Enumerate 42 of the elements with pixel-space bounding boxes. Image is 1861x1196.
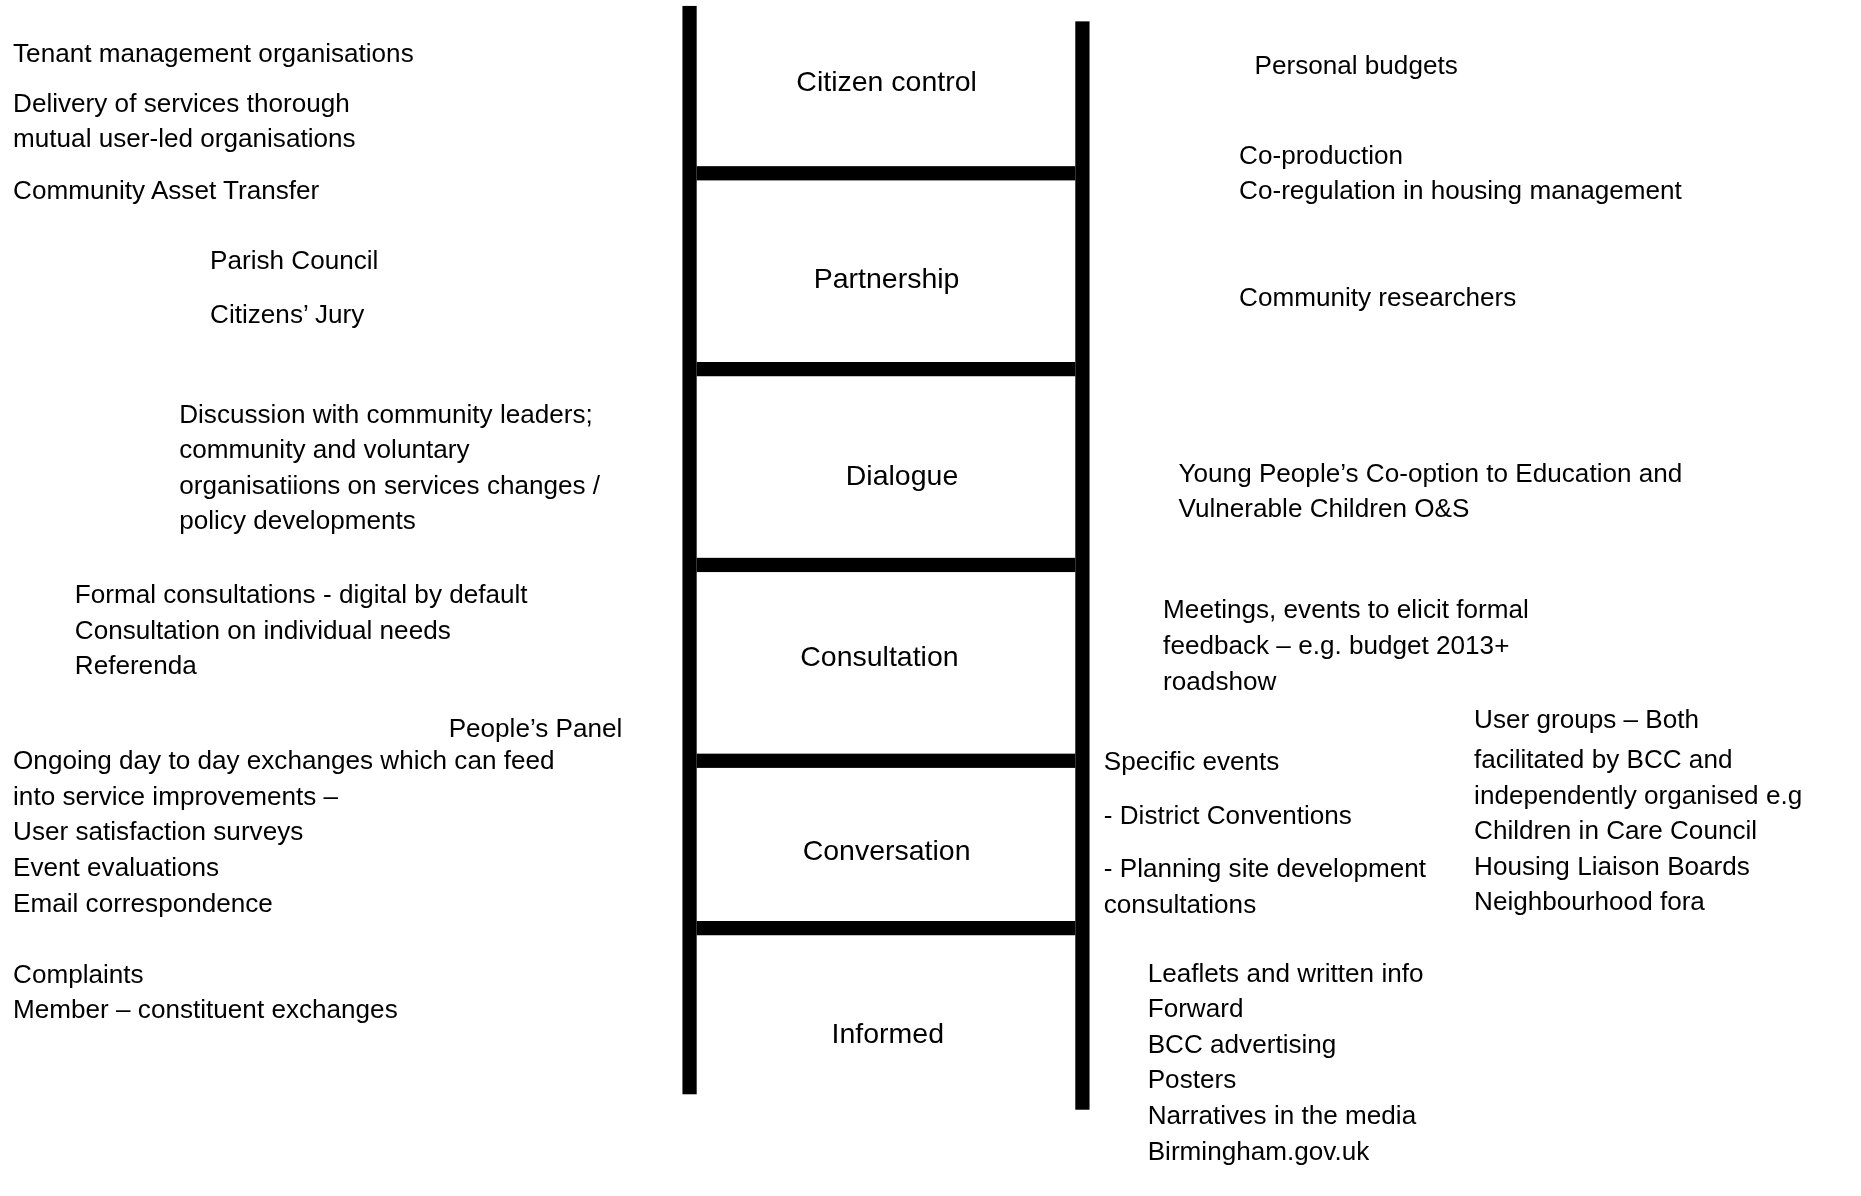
example-text: Forward: [1147, 992, 1244, 1026]
rung-label: Informed: [830, 1016, 945, 1052]
example-text: Young People’s Co-option to Education and Vulnerable Children O&S: [1178, 457, 1684, 526]
example-text: - Planning site development consultations: [1103, 852, 1427, 921]
example-text: Ongoing day to day exchanges which can feed into service improvements –: [13, 744, 556, 813]
example-text: User groups – Both: [1474, 702, 1700, 736]
rung-label: Consultation: [799, 638, 960, 674]
example-text: - District Conventions: [1103, 798, 1352, 832]
example-text: Parish Council: [210, 244, 379, 278]
example-text: Posters: [1147, 1063, 1237, 1097]
example-text: BCC advertising: [1147, 1028, 1337, 1061]
example-text: Formal consultations - digital by default: [74, 578, 528, 611]
example-text: Community Asset Transfer: [13, 174, 320, 208]
example-text: Birmingham.gov.uk: [1147, 1134, 1370, 1168]
example-text: Neighbourhood fora: [1474, 885, 1705, 919]
example-text: Email correspondence: [13, 886, 273, 920]
example-text: Housing Liaison Boards: [1474, 850, 1750, 883]
example-text: Complaints: [13, 958, 144, 991]
example-text: Consultation on individual needs: [74, 613, 451, 647]
example-text: Delivery of services thorough mutual user-led organisations: [13, 86, 357, 156]
example-text: Community researchers: [1239, 281, 1517, 315]
example-text: Discussion with community leaders; community and voluntary organisatiions on services changes / policy developments: [179, 397, 602, 538]
example-text: Meetings, events to elicit formal feedback – e.g. budget 2013+ roadshow: [1163, 593, 1530, 698]
example-text: People’s Panel: [448, 712, 623, 745]
example-text: Referenda: [74, 649, 197, 683]
example-text: Personal budgets: [1254, 48, 1458, 82]
example-text: Narratives in the media: [1147, 1099, 1417, 1132]
example-text: facilitated by BCC and independently organised e.g: [1474, 743, 1804, 812]
example-text: Tenant management organisations: [13, 37, 414, 70]
example-text: Citizens’ Jury: [210, 298, 365, 331]
rung-label: Dialogue: [844, 458, 960, 494]
example-text: Specific events: [1103, 745, 1280, 779]
example-text: Leaflets and written info: [1147, 956, 1424, 990]
example-text: Event evaluations: [13, 851, 220, 884]
example-text: Co-regulation in housing management: [1239, 174, 1682, 208]
rung-label: Conversation: [801, 833, 972, 869]
rung-label: Citizen control: [795, 64, 978, 100]
example-text: User satisfaction surveys: [13, 815, 304, 849]
example-text: Children in Care Council: [1474, 814, 1758, 848]
example-text: Member – constituent exchanges: [13, 993, 398, 1027]
example-text: Co-production: [1239, 139, 1404, 172]
rung-label: Partnership: [812, 261, 961, 297]
